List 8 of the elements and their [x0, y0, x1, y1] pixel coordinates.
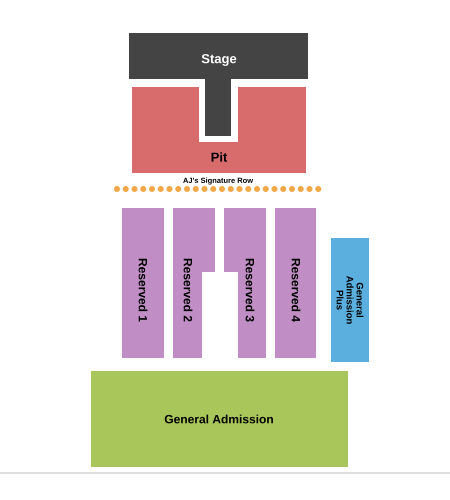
pit-section: Pit	[132, 87, 306, 173]
general-admission-section: General Admission	[91, 371, 348, 467]
seating-section: Reserved 1	[122, 208, 164, 358]
seating-section: Reserved 4	[275, 208, 316, 358]
seating-section: Reserved 2	[173, 208, 215, 358]
seating-section: General Admission Plus	[331, 238, 369, 362]
stage-block: Stage	[129, 33, 308, 136]
seating-section: Reserved 3	[224, 208, 266, 358]
